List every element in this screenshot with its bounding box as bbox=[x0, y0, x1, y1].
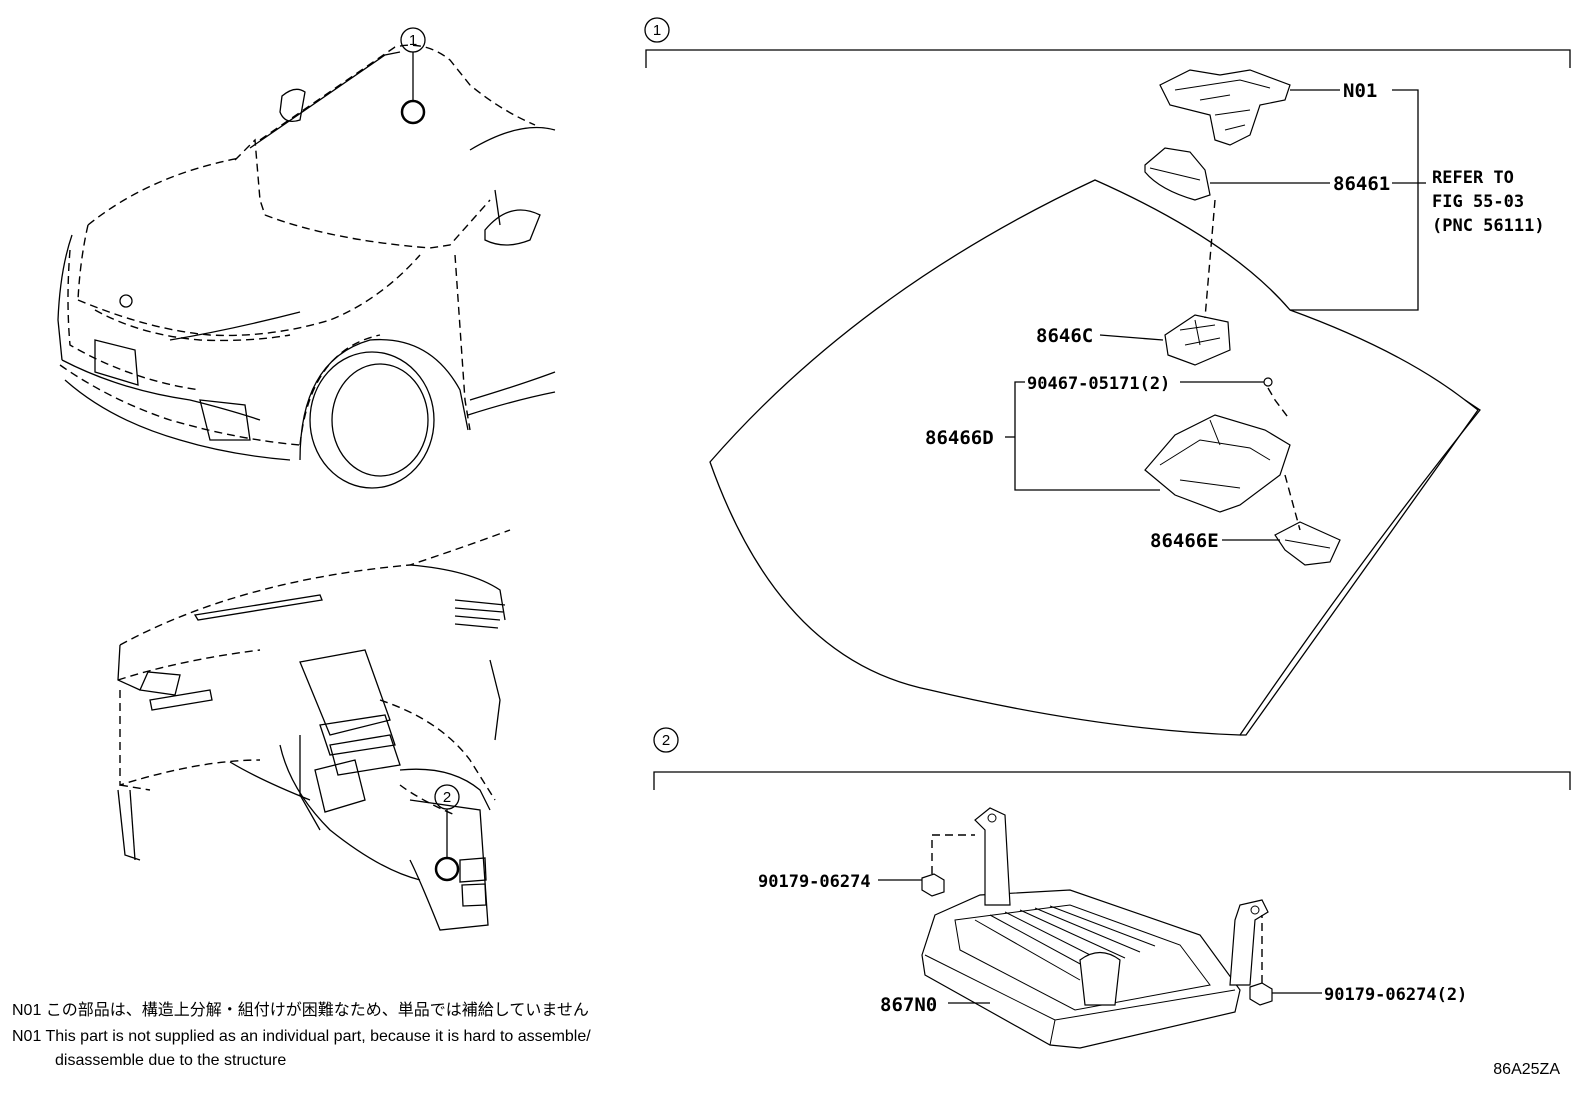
windshield-glass bbox=[709, 179, 1481, 736]
label-86466e: 86466E bbox=[1150, 530, 1219, 552]
label-86466d: 86466D bbox=[925, 427, 994, 449]
section-1: 1 bbox=[644, 17, 1571, 736]
car-interior-illustration: 2 bbox=[117, 529, 511, 931]
notes: N01 この部品は、構造上分解・組付けが困難なため、単品では補給していません N… bbox=[12, 1001, 591, 1069]
part-90179-bolt-right bbox=[1249, 982, 1273, 1006]
part-86466d-bracket bbox=[1144, 414, 1291, 513]
note-en-line-1: N01 This part is not supplied as an indi… bbox=[12, 1028, 591, 1045]
label-86461: 86461 bbox=[1333, 173, 1390, 195]
callout-1-car-text: 1 bbox=[409, 32, 417, 49]
label-867n0: 867N0 bbox=[880, 994, 937, 1016]
callout-2-car-text: 2 bbox=[443, 789, 451, 806]
part-867n0-ecu bbox=[921, 807, 1269, 1049]
part-90467-screw bbox=[1263, 377, 1273, 387]
label-90179-06274-a: 90179-06274 bbox=[758, 872, 871, 892]
part-8646c-camera bbox=[1164, 314, 1231, 366]
label-90467-05171: 90467-05171(2) bbox=[1027, 374, 1170, 394]
section-1-callout-text: 1 bbox=[653, 22, 661, 39]
section-2: 2 90179-06274 bbox=[653, 727, 1571, 1049]
refer-line-3: (PNC 56111) bbox=[1432, 216, 1545, 236]
part-n01-bracket bbox=[1159, 69, 1291, 146]
note-jp: N01 この部品は、構造上分解・組付けが困難なため、単品では補給していません bbox=[12, 1001, 589, 1019]
refer-line-1: REFER TO bbox=[1432, 168, 1514, 188]
part-86461-cover bbox=[1144, 147, 1211, 201]
sensor-location-marker bbox=[400, 99, 426, 125]
ecu-location-marker bbox=[434, 856, 460, 882]
part-90179-bolt-left bbox=[921, 873, 945, 897]
label-n01: N01 bbox=[1343, 80, 1377, 102]
note-en-line-2: disassemble due to the structure bbox=[55, 1052, 286, 1069]
car-front-illustration: 1 bbox=[57, 27, 556, 489]
label-90179-06274-b: 90179-06274(2) bbox=[1324, 985, 1467, 1005]
part-86466e-clip bbox=[1274, 521, 1341, 566]
label-8646c: 8646C bbox=[1036, 325, 1093, 347]
section-2-callout-text: 2 bbox=[662, 732, 670, 749]
refer-line-2: FIG 55-03 bbox=[1432, 192, 1524, 212]
figure-code: 86A25ZA bbox=[1493, 1061, 1560, 1078]
